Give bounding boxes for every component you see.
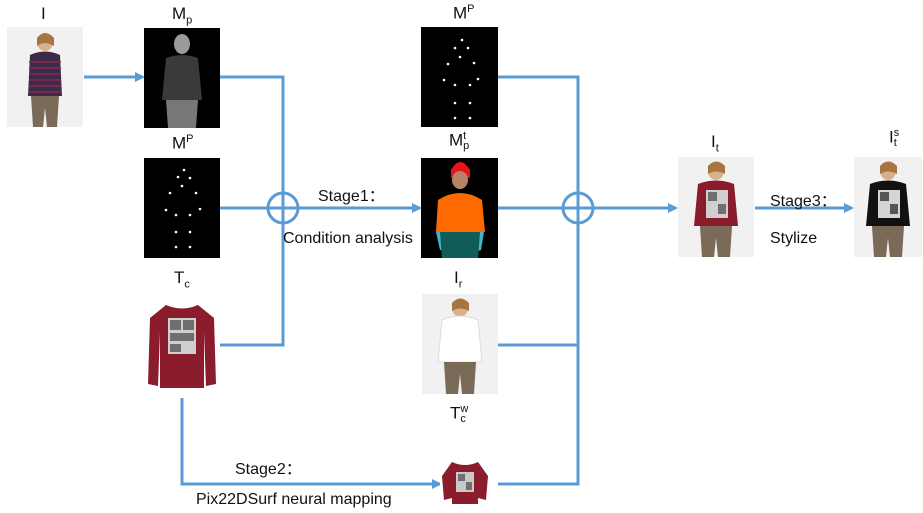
stage2-title: Stage2： — [235, 461, 302, 478]
try-on-result-label: It — [711, 132, 719, 155]
rendered-image-label: Ir — [454, 268, 463, 291]
stage2-description: Pix22DSurf neural mapping — [196, 491, 392, 508]
stylized-result-thumbnail — [854, 157, 922, 257]
pose-keypoints-map-top — [421, 27, 498, 127]
stage3-description: Stylize — [770, 230, 818, 247]
stage1-description: Condition analysis — [283, 230, 413, 247]
input-image-thumbnail — [7, 27, 83, 127]
stage3-title: Stage3： — [770, 193, 837, 210]
try-on-result-thumbnail — [678, 157, 754, 257]
combine-circle-plus-icon — [266, 191, 300, 225]
combine-circle-plus-icon-2 — [561, 191, 595, 225]
rendered-image-thumbnail — [422, 294, 498, 394]
pose-map-top-label: MP — [453, 3, 475, 23]
connector-lines — [84, 72, 854, 489]
clothing-item-thumbnail — [144, 294, 220, 394]
pose-map-left-label: MP — [172, 133, 194, 153]
stage1-title: Stage1： — [318, 188, 385, 205]
target-parsing-map — [421, 158, 498, 258]
pose-keypoints-map-left — [144, 158, 220, 258]
person-parsing-map — [144, 28, 220, 128]
person-parsing-label: Mp — [172, 4, 193, 27]
warped-clothing-thumbnail — [440, 456, 490, 506]
clothing-label: Tc — [174, 268, 190, 291]
input-image-label: I — [41, 4, 46, 23]
